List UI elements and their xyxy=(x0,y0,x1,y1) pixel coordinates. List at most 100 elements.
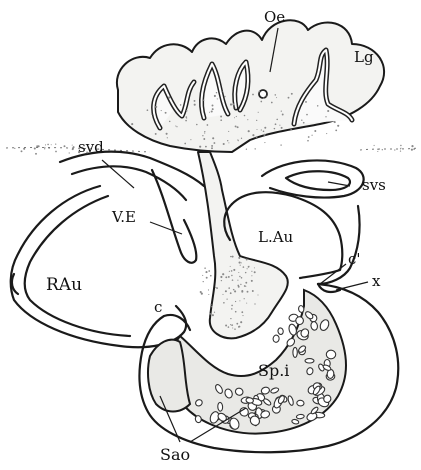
stipple-dot xyxy=(232,103,234,105)
stipple-dot xyxy=(251,280,253,282)
stipple-dot xyxy=(230,318,231,319)
stipple-dot xyxy=(98,148,100,150)
stipple-dot xyxy=(234,290,236,292)
stipple-dot xyxy=(260,101,262,103)
stipple-dot xyxy=(155,106,157,108)
stipple-dot xyxy=(254,271,256,273)
stipple-dot xyxy=(211,306,212,307)
stipple-dot xyxy=(86,152,88,154)
leader-svd xyxy=(102,160,134,188)
stipple-dot xyxy=(196,124,198,126)
stipple-dot xyxy=(276,97,277,98)
stipple-dot xyxy=(266,96,267,97)
stipple-dot xyxy=(241,311,243,313)
stipple-dot xyxy=(225,276,227,278)
stipple-dot xyxy=(82,147,83,148)
label-ve: V.E xyxy=(111,208,136,226)
stipple-dot xyxy=(244,285,246,287)
stipple-dot xyxy=(202,135,203,136)
stipple-dot xyxy=(247,119,248,120)
stipple-dot xyxy=(230,292,232,294)
trabecular-cell xyxy=(297,400,305,406)
label-sao: Sao xyxy=(160,445,190,464)
stipple-dot xyxy=(239,276,240,277)
stipple-dot xyxy=(235,108,236,109)
stipple-dot xyxy=(169,121,171,123)
trabecular-cell xyxy=(288,323,298,336)
stipple-dot xyxy=(231,324,233,326)
stipple-dot xyxy=(169,97,171,99)
stipple-dot xyxy=(204,133,205,134)
stipple-dot xyxy=(211,145,213,147)
stipple-dot xyxy=(166,133,168,135)
stipple-dot xyxy=(248,266,250,268)
stipple-dot xyxy=(73,146,75,148)
stipple-dot xyxy=(239,262,241,264)
venous-valve xyxy=(152,170,196,263)
stipple-dot xyxy=(51,144,52,145)
stipple-dot xyxy=(374,145,375,146)
stipple-dot xyxy=(246,259,248,261)
stipple-dot xyxy=(256,120,257,121)
stipple-dot xyxy=(212,105,214,107)
stipple-dot xyxy=(228,287,230,289)
stipple-dot xyxy=(208,294,209,295)
stipple-dot xyxy=(217,98,218,99)
stipple-dot xyxy=(301,120,302,121)
stipple-dot xyxy=(210,304,211,305)
stipple-dot xyxy=(264,142,265,143)
trabecular-cell xyxy=(298,305,304,313)
stipple-dot xyxy=(314,130,316,132)
stipple-dot xyxy=(233,289,235,291)
stipple-dot xyxy=(175,125,176,126)
stipple-dot xyxy=(238,326,240,328)
stipple-dot xyxy=(38,145,40,147)
stipple-dot xyxy=(246,149,247,150)
stipple-dot xyxy=(176,126,177,127)
upper-tissue-mass xyxy=(117,20,384,152)
stipple-dot xyxy=(221,280,222,281)
stipple-dot xyxy=(305,101,307,103)
stipple-dot xyxy=(78,151,80,153)
stipple-dot xyxy=(203,100,204,101)
stipple-dot xyxy=(258,112,259,113)
stipple-dot xyxy=(186,116,188,118)
stipple-dot xyxy=(281,110,282,111)
stipple-dot xyxy=(237,280,238,281)
stipple-dot xyxy=(251,275,252,276)
stipple-dot xyxy=(131,123,133,125)
stipple-dot xyxy=(256,129,257,130)
stipple-dot xyxy=(243,266,245,268)
stipple-dot xyxy=(225,325,227,327)
stipple-dot xyxy=(238,272,239,273)
stipple-dot xyxy=(69,152,70,153)
stipple-dot xyxy=(232,279,234,281)
stipple-dot xyxy=(208,289,209,290)
stipple-dot xyxy=(236,116,237,117)
stipple-dot xyxy=(223,302,225,304)
stipple-dot xyxy=(48,148,49,149)
stipple-dot xyxy=(235,301,236,302)
stipple-dot xyxy=(212,314,214,316)
label-x: x xyxy=(372,272,381,290)
stipple-dot xyxy=(288,97,290,99)
stipple-dot xyxy=(275,123,277,125)
stipple-dot xyxy=(271,102,273,104)
stipple-dot xyxy=(227,140,228,141)
stipple-dot xyxy=(235,311,237,313)
stipple-dot xyxy=(225,290,227,292)
stipple-dot xyxy=(161,110,162,111)
stipple-dot xyxy=(244,298,245,299)
stipple-dot xyxy=(303,122,305,124)
stipple-dot xyxy=(252,134,254,136)
stipple-dot xyxy=(261,129,262,130)
stipple-dot xyxy=(276,119,278,121)
stipple-dot xyxy=(275,94,277,96)
stipple-dot xyxy=(223,143,225,145)
stipple-dot xyxy=(204,131,205,132)
stipple-dot xyxy=(212,108,214,110)
leader-svs xyxy=(328,182,350,186)
label-lau: L.Au xyxy=(258,228,294,246)
stipple-dot xyxy=(214,95,216,97)
stipple-dot xyxy=(279,125,280,126)
